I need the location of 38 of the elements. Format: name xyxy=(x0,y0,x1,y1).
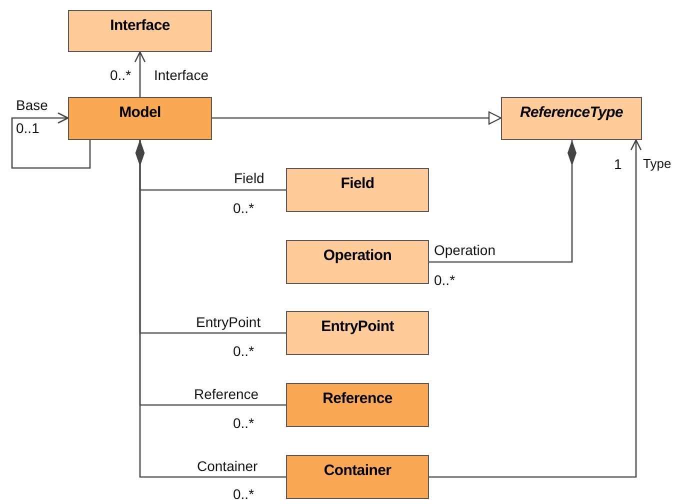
class-name: Container xyxy=(324,462,392,479)
multiplicity-label: 0..* xyxy=(233,415,254,431)
association-arrow xyxy=(134,51,146,97)
class-box xyxy=(286,383,429,427)
class-name: Field xyxy=(340,175,374,192)
class-box xyxy=(501,97,642,140)
class-name: EntryPoint xyxy=(321,318,394,335)
role-name: EntryPoint xyxy=(196,314,261,330)
composition-line xyxy=(136,140,286,478)
class-name: Operation xyxy=(323,247,392,264)
class-name: ReferenceType xyxy=(520,104,624,121)
multiplicity-label: 0..* xyxy=(233,200,254,216)
multiplicity-label: 0..* xyxy=(110,67,132,83)
multiplicity-label: 0..* xyxy=(434,272,456,288)
multiplicity-label: 1 xyxy=(614,156,622,172)
class-box xyxy=(68,97,212,140)
composition-line xyxy=(429,140,576,263)
association-arrow xyxy=(11,112,91,169)
class-name: Reference xyxy=(322,390,392,407)
role-name: Interface xyxy=(154,67,208,83)
association-arrow xyxy=(429,139,642,478)
generalization-arrow xyxy=(212,111,502,125)
role-name: Operation xyxy=(434,242,496,258)
multiplicity-label: 0..* xyxy=(233,486,254,502)
class-name: Interface xyxy=(110,17,170,34)
class-box xyxy=(286,455,429,499)
role-name: Field xyxy=(234,170,264,186)
multiplicity-label: 0..1 xyxy=(16,120,40,136)
role-name: Container xyxy=(197,458,258,474)
role-name: Type xyxy=(643,156,672,172)
role-name: Reference xyxy=(194,386,259,402)
class-name: Model xyxy=(119,104,161,121)
class-box xyxy=(68,10,212,52)
role-name: Base xyxy=(16,97,48,113)
class-box xyxy=(286,240,429,284)
multiplicity-label: 0..* xyxy=(233,343,254,359)
class-box xyxy=(286,168,429,212)
class-box xyxy=(286,311,429,355)
